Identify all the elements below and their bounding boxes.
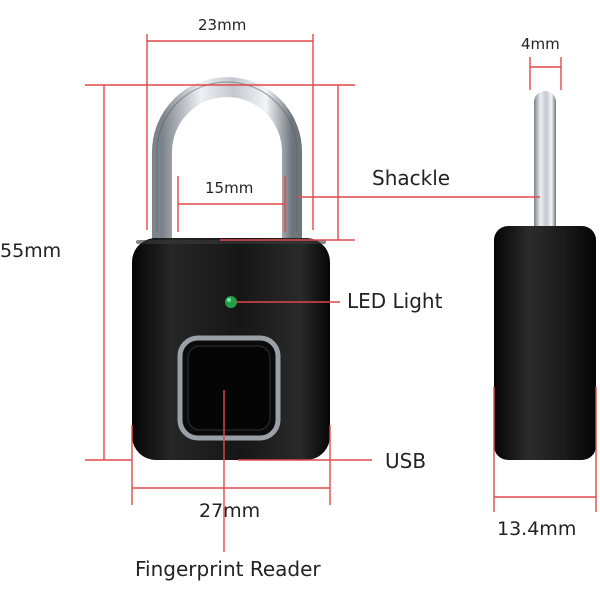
dimension-label-body-thickness: 13.4mm [497,518,577,540]
led-light [225,296,237,308]
callout-shackle: Shackle [372,166,451,190]
dimension-label-top-width: 23mm [198,16,247,34]
dimension-lines [85,34,597,552]
callout-led-light: LED Light [347,289,443,313]
shackle-highlight [156,81,298,232]
callout-fingerprint-reader: Fingerprint Reader [135,557,321,581]
fingerprint-reader-inner [187,345,271,431]
dimension-label-total-height: 55mm [0,240,62,262]
shackle [152,77,302,240]
side-shackle [534,91,556,238]
side-body [494,226,596,460]
callout-usb: USB [385,449,427,473]
dimension-label-shackle-thickness: 4mm [521,35,560,53]
lock-body-top-edge [136,240,326,244]
dimension-label-inner-width: 15mm [205,179,254,197]
dimension-label-bottom-width: 27mm [199,500,261,522]
led-glow [227,298,231,302]
